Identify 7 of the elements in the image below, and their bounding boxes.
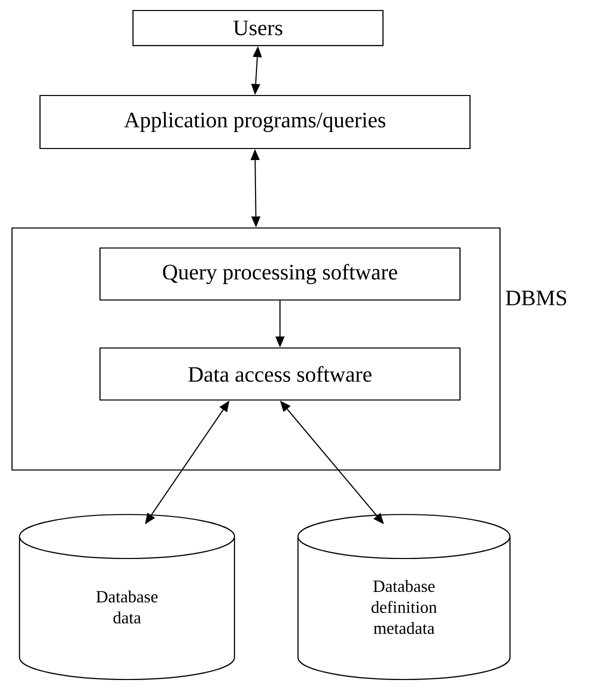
cylinder: Database data bbox=[18, 514, 236, 680]
process-box: Users bbox=[132, 10, 384, 46]
cylinder: Database definition metadata bbox=[297, 514, 511, 680]
node-label: DBMS bbox=[506, 290, 566, 306]
process-box: Application programs/queries bbox=[39, 94, 471, 150]
process-box: Query processing software bbox=[99, 247, 461, 301]
process-box: Data access software bbox=[99, 347, 461, 401]
